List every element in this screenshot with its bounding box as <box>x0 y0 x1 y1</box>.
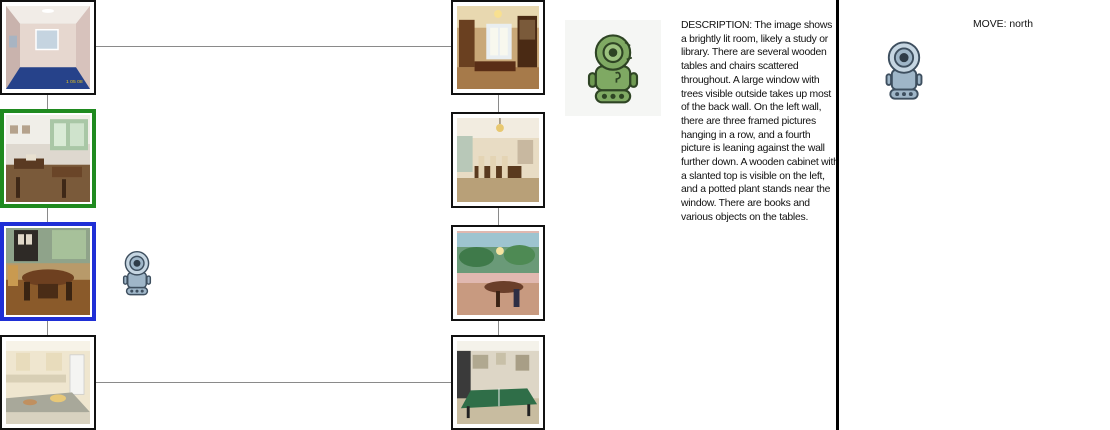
svg-text:1 05 08: 1 05 08 <box>66 79 83 85</box>
room-image <box>457 341 539 424</box>
edge-left-3 <box>47 321 48 335</box>
edge-right-3 <box>498 321 499 338</box>
node-mural-room[interactable] <box>451 225 545 321</box>
robot-icon <box>122 250 152 296</box>
node-game-room[interactable] <box>451 335 545 430</box>
edge-right-2 <box>498 208 499 225</box>
edge-right-1 <box>498 95 499 112</box>
room-image <box>457 231 539 315</box>
node-dining-room[interactable] <box>0 109 96 208</box>
room-image: 1 05 08 <box>6 6 90 89</box>
description-text: DESCRIPTION: The image shows a brightly … <box>681 20 839 223</box>
panel-divider <box>836 0 839 430</box>
node-study-room[interactable] <box>0 222 96 321</box>
robot-icon <box>885 41 923 100</box>
edge-left-2 <box>47 208 48 222</box>
room-image <box>6 228 90 315</box>
room-image <box>457 118 539 202</box>
green-robot-icon <box>587 34 639 104</box>
node-formal-dining[interactable] <box>451 0 545 95</box>
node-kitchen[interactable] <box>0 335 96 430</box>
room-image <box>6 341 90 424</box>
node-dining-room-2[interactable] <box>451 112 545 208</box>
describer-card <box>565 20 661 116</box>
edge-kitchen-game-room <box>95 382 451 383</box>
edge-bedroom-formal-dining <box>95 46 451 47</box>
action-text: MOVE: north <box>973 19 1034 30</box>
room-image <box>6 115 90 202</box>
room-image <box>457 6 539 89</box>
node-bedroom[interactable]: 1 05 08 <box>0 0 96 95</box>
edge-left-1 <box>47 95 48 109</box>
